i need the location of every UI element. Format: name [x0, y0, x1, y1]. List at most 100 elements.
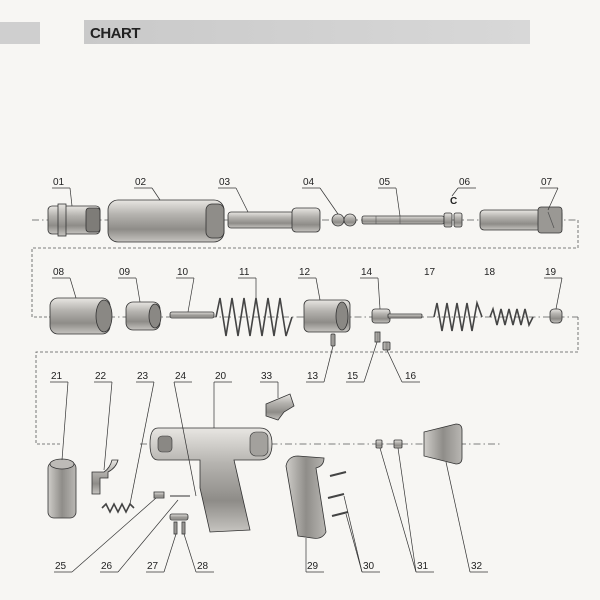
label-17: 17 — [424, 267, 436, 278]
label-32: 32 — [445, 461, 488, 573]
svg-text:13: 13 — [307, 371, 319, 382]
label-28: 28 — [183, 533, 214, 573]
header-bar: CHART — [0, 20, 530, 44]
label-05: 05 — [378, 177, 401, 217]
part-10 — [169, 311, 215, 319]
label-09: 09 — [118, 267, 141, 303]
label-25: 25 — [54, 497, 157, 573]
part-13 — [330, 333, 336, 347]
label-08: 08 — [52, 267, 77, 299]
part-18 — [489, 306, 534, 328]
part-30 — [327, 471, 349, 517]
part-19 — [549, 308, 563, 324]
svg-text:15: 15 — [347, 371, 359, 382]
label-18: 18 — [484, 267, 496, 278]
svg-text:07: 07 — [541, 177, 553, 188]
label-30: 30 — [343, 495, 380, 573]
label-21: 21 — [50, 371, 69, 461]
part-25 — [153, 491, 165, 499]
label-15: 15 — [346, 341, 378, 383]
svg-text:06: 06 — [459, 177, 471, 188]
part-09 — [125, 301, 162, 331]
label-12: 12 — [298, 267, 321, 301]
part-21 — [47, 458, 77, 519]
svg-text:32: 32 — [471, 561, 483, 572]
svg-text:02: 02 — [135, 177, 147, 188]
svg-text:26: 26 — [101, 561, 113, 572]
label-31: 31 — [379, 447, 434, 573]
label-14: 14 — [360, 267, 381, 310]
part-23 — [101, 502, 135, 514]
label-19: 19 — [544, 267, 563, 310]
part-31 — [375, 439, 403, 449]
svg-text:12: 12 — [299, 267, 311, 278]
label-06: 06 — [451, 177, 476, 197]
svg-text:20: 20 — [215, 371, 227, 382]
part-15 — [374, 331, 381, 343]
svg-text:30: 30 — [363, 561, 375, 572]
label-16: 16 — [386, 349, 420, 383]
svg-text:29: 29 — [307, 561, 319, 572]
svg-text:27: 27 — [147, 561, 159, 572]
svg-text:22: 22 — [95, 371, 107, 382]
svg-text:08: 08 — [53, 267, 65, 278]
part-22 — [91, 459, 119, 495]
svg-text:01: 01 — [53, 177, 65, 188]
part-02 — [107, 199, 225, 243]
part-06-marker: C — [450, 196, 457, 207]
part-05 — [361, 215, 445, 225]
label-03: 03 — [218, 177, 249, 213]
label-02: 02 — [134, 177, 161, 201]
header-left-block — [0, 22, 40, 44]
label-01: 01 — [52, 177, 73, 207]
part-20 — [149, 427, 273, 533]
part-28 — [173, 521, 186, 535]
svg-text:28: 28 — [197, 561, 209, 572]
svg-text:33: 33 — [261, 371, 273, 382]
label-11: 11 — [238, 267, 257, 298]
svg-text:16: 16 — [405, 371, 417, 382]
label-20: 20 — [213, 371, 232, 428]
part-06: C — [443, 196, 463, 228]
part-12 — [303, 299, 351, 333]
svg-text:24: 24 — [175, 371, 187, 382]
svg-text:05: 05 — [379, 177, 391, 188]
svg-text:25: 25 — [55, 561, 67, 572]
svg-text:31: 31 — [417, 561, 429, 572]
part-27 — [169, 513, 189, 521]
svg-text:14: 14 — [361, 267, 373, 278]
svg-text:03: 03 — [219, 177, 231, 188]
label-26: 26 — [100, 499, 179, 573]
svg-text:18: 18 — [484, 267, 496, 278]
svg-text:09: 09 — [119, 267, 131, 278]
part-17 — [433, 299, 483, 332]
part-08 — [49, 297, 113, 335]
header-title: CHART — [90, 25, 140, 42]
part-01 — [47, 203, 101, 237]
svg-text:17: 17 — [424, 267, 436, 278]
header-strip — [84, 20, 530, 44]
part-32 — [423, 423, 463, 465]
svg-text:10: 10 — [177, 267, 189, 278]
label-04: 04 — [302, 177, 339, 215]
svg-text:21: 21 — [51, 371, 63, 382]
label-10: 10 — [176, 267, 195, 313]
part-04 — [331, 213, 357, 227]
part-03 — [227, 207, 321, 233]
part-14 — [371, 308, 423, 324]
label-13: 13 — [306, 345, 334, 383]
svg-text:19: 19 — [545, 267, 557, 278]
part-11 — [215, 297, 293, 337]
part-16 — [382, 341, 391, 351]
svg-text:11: 11 — [239, 267, 250, 278]
part-33 — [265, 393, 295, 421]
part-29 — [285, 455, 327, 539]
label-33: 33 — [260, 371, 279, 398]
connector-row2-row3 — [35, 317, 579, 445]
svg-text:04: 04 — [303, 177, 315, 188]
part-07 — [479, 206, 563, 234]
label-27: 27 — [146, 533, 177, 573]
label-24: 24 — [173, 371, 197, 497]
label-07: 07 — [540, 177, 559, 211]
